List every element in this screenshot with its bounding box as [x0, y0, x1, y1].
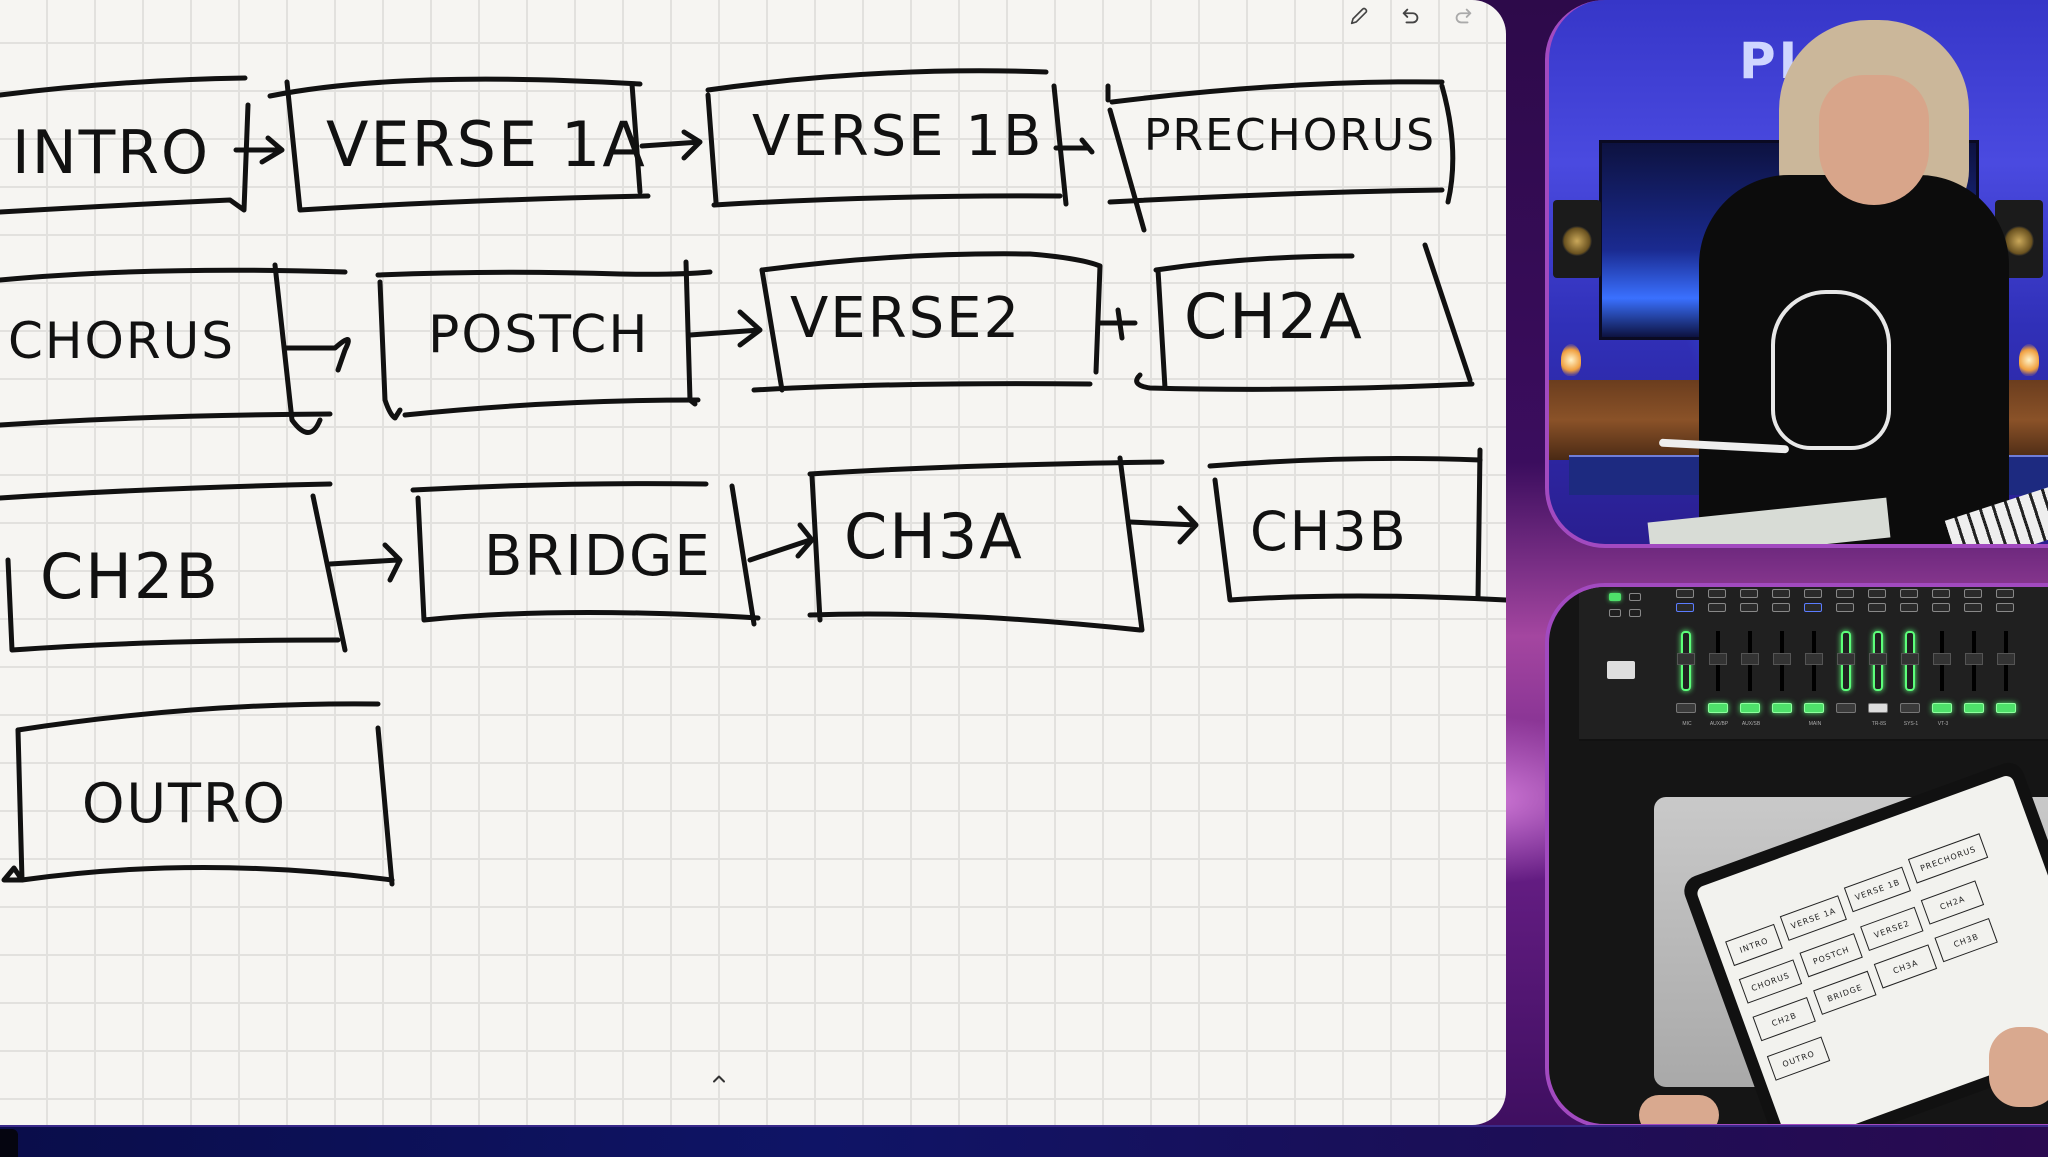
ipad-box-intro: INTRO	[1725, 923, 1783, 967]
box-ch2a[interactable]: CH2A	[1184, 280, 1364, 353]
postch-box-left	[377, 279, 403, 421]
box-prechorus[interactable]: PRECHORUS	[1144, 110, 1437, 161]
fader-channel-8: SYS-1	[1898, 587, 1924, 731]
undo-button[interactable]	[1396, 2, 1426, 30]
box-ch3b[interactable]: CH3B	[1250, 500, 1408, 563]
fader-channel-9: VT-3	[1930, 587, 1956, 731]
prechorus-box-top	[1105, 79, 1445, 105]
scene-button	[1629, 609, 1641, 617]
ipad-box-ch3a: CH3A	[1873, 944, 1938, 989]
box-intro[interactable]: INTRO	[12, 118, 211, 188]
arrow-chorus-postch	[282, 337, 351, 373]
ipad-box-verse-1a: VERSE 1A	[1779, 895, 1847, 941]
ipad-box-chorus: CHORUS	[1738, 959, 1803, 1004]
box-ch2b[interactable]: CH2B	[40, 540, 220, 613]
fader-channel-1: MIC	[1674, 587, 1700, 731]
ch3b-box-top	[1207, 455, 1483, 469]
fader-channel-3: AUX/SB	[1738, 587, 1764, 731]
ch2a-box-top	[1153, 253, 1355, 391]
presenter-webcam-feed: PLAY	[1545, 0, 2048, 548]
box-chorus[interactable]: CHORUS	[8, 312, 235, 370]
verse1b-box-top	[705, 68, 1049, 93]
scene-button-lit	[1609, 593, 1621, 601]
verse2-box-top	[759, 251, 1103, 375]
arrow-verse1a-verse1b	[639, 129, 703, 161]
ipad-box-bridge: BRIDGE	[1813, 970, 1877, 1015]
ipad-box-verse-1b: VERSE 1B	[1843, 866, 1912, 913]
ipad-box-ch2a: CH2A	[1920, 880, 1985, 925]
arrow-verse1b-prechorus	[1053, 137, 1095, 155]
box-postch[interactable]: POSTCH	[428, 305, 650, 365]
shirt-skull-graphic	[1771, 290, 1891, 450]
overhead-camera-feed: MIC AUX/BP AUX/SB MAIN TR-8S SYS-1 VT-3 …	[1545, 583, 2048, 1128]
notes-canvas[interactable]: INTRO VERSE 1A VERSE 1B PRECHORUS CHORUS…	[0, 0, 1506, 1125]
lamp-bulb-left	[1561, 344, 1581, 376]
fader-channel-4	[1770, 587, 1796, 731]
connector-verse2-ch2a	[1095, 307, 1138, 341]
scene-button	[1629, 593, 1641, 601]
ch3a-box	[807, 473, 1143, 633]
bottom-bar	[0, 1125, 2048, 1157]
ipad-box-ch3b: CH3B	[1934, 917, 1998, 963]
expand-toolbar-button[interactable]	[706, 1068, 732, 1090]
undo-icon	[1402, 8, 1419, 24]
pen-tool-button[interactable]	[1344, 2, 1374, 30]
fader-channel-7: TR-8S	[1866, 587, 1892, 731]
handwritten-song-structure-diagram	[0, 68, 1506, 887]
box-ch3a[interactable]: CH3A	[844, 500, 1024, 573]
box-outro[interactable]: OUTRO	[82, 772, 288, 835]
ipad-box-verse2: VERSE2	[1860, 906, 1924, 952]
presenter-face	[1819, 75, 1929, 205]
hand-right	[1989, 1027, 2048, 1107]
ipad-box-outro: OUTRO	[1766, 1036, 1831, 1081]
ipad-box-postch: POSTCH	[1799, 933, 1863, 978]
arrow-postch-verse2	[687, 309, 763, 348]
ch2b-box-top	[0, 481, 333, 501]
intro-box-side	[0, 102, 251, 215]
box-verse-1a[interactable]: VERSE 1A	[326, 108, 647, 181]
intro-box-top	[0, 75, 248, 98]
chorus-box-top	[0, 267, 348, 283]
fader-channel-5: MAIN	[1802, 587, 1828, 731]
box-bridge[interactable]: BRIDGE	[484, 524, 712, 589]
ipad-box-ch2b: CH2B	[1752, 996, 1816, 1042]
audio-mixer: MIC AUX/BP AUX/SB MAIN TR-8S SYS-1 VT-3	[1579, 587, 2048, 741]
box-verse-1b[interactable]: VERSE 1B	[752, 104, 1044, 169]
bottom-left-corner	[0, 1129, 18, 1157]
box-verse2[interactable]: VERSE2	[790, 286, 1022, 351]
verse1a-box-top	[267, 76, 643, 99]
fader-channel-6	[1834, 587, 1860, 731]
bridge-box-top	[410, 481, 709, 493]
canvas-toolbar	[1344, 2, 1478, 30]
arrow-ch3a-ch3b	[1127, 505, 1199, 545]
redo-button[interactable]	[1448, 2, 1478, 30]
lamp-bulb-right	[2019, 344, 2039, 376]
ipad-box-prechorus: PRECHORUS	[1907, 833, 1989, 884]
start-stop-button	[1607, 661, 1635, 679]
studio-speaker-left	[1553, 200, 1601, 278]
hand-left	[1639, 1095, 1719, 1124]
chevron-up-icon	[713, 1075, 725, 1083]
fader-channel-2: AUX/BP	[1706, 587, 1732, 731]
fader-channel-10	[1962, 587, 1988, 731]
arrow-intro-verse1a	[233, 135, 285, 165]
redo-icon	[1455, 8, 1472, 24]
arrow-bridge-ch3a	[747, 522, 815, 563]
presenter-shirt	[1699, 175, 2009, 544]
pencil-icon	[1350, 7, 1368, 25]
scene-button	[1609, 609, 1621, 617]
postch-box-top	[375, 269, 713, 278]
arrow-ch2b-bridge	[327, 542, 403, 583]
fader-channel-11	[1994, 587, 2020, 731]
outro-box-top	[15, 701, 381, 733]
